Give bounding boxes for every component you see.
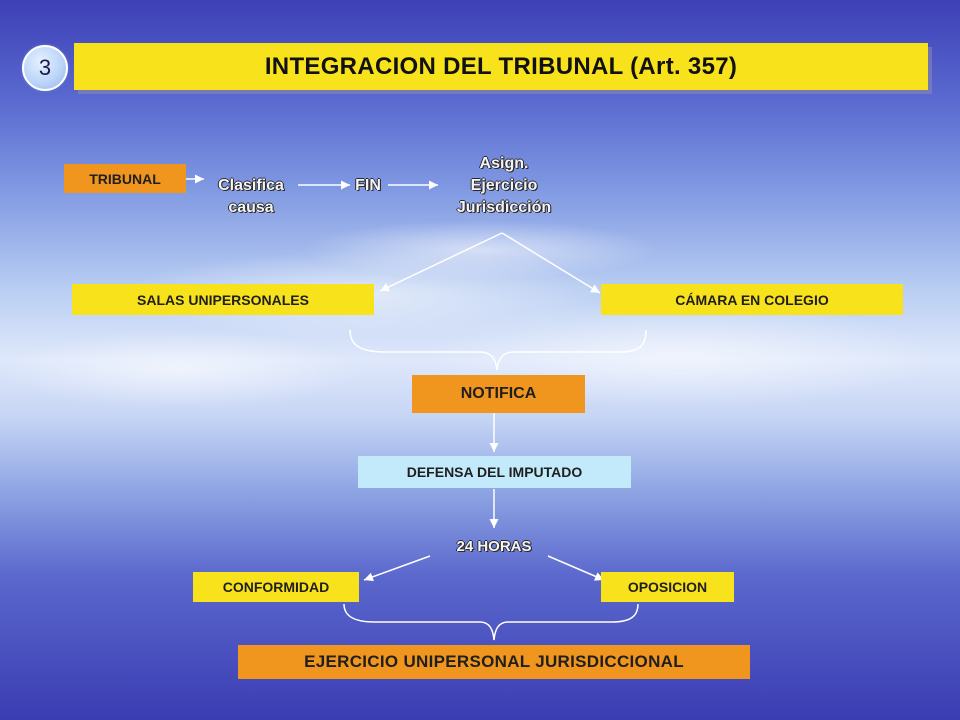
asign-line2: Ejercicio	[470, 177, 538, 194]
ejercicio-unipersonal-box: EJERCICIO UNIPERSONAL JURISDICCIONAL	[238, 645, 750, 679]
arrow-asign-camara	[501, 232, 601, 294]
brace-bottom	[343, 603, 639, 641]
oposicion-label: OPOSICION	[627, 579, 708, 595]
fin-text: FIN	[355, 177, 381, 194]
salas-label: SALAS UNIPERSONALES	[137, 291, 309, 308]
asign-line3: Jurisdicción	[456, 199, 552, 216]
clasifica-line1: Clasifica	[218, 177, 284, 194]
defensa-imputado-box: DEFENSA DEL IMPUTADO	[358, 456, 631, 488]
brace-top	[349, 329, 647, 371]
camara-label: CÁMARA EN COLEGIO	[675, 291, 829, 308]
background-cloud	[300, 220, 660, 280]
horas-label: 24 HORAS	[424, 536, 564, 558]
conformidad-box: CONFORMIDAD	[193, 572, 359, 602]
arrow-horas-conformidad	[363, 555, 431, 582]
arrow-asign-salas	[379, 232, 503, 292]
fin-label: FIN	[344, 175, 392, 197]
tribunal-label: TRIBUNAL	[89, 170, 161, 187]
slide-number: 3	[38, 55, 52, 80]
asign-label: Asign. Ejercicio Jurisdicción	[436, 153, 572, 219]
background-cloud	[0, 330, 360, 410]
camara-en-colegio-box: CÁMARA EN COLEGIO	[601, 284, 903, 315]
notifica-label: NOTIFICA	[460, 385, 537, 402]
conformidad-label: CONFORMIDAD	[222, 579, 330, 595]
salas-unipersonales-box: SALAS UNIPERSONALES	[72, 284, 374, 315]
oposicion-box: OPOSICION	[601, 572, 734, 602]
tribunal-box: TRIBUNAL	[64, 164, 186, 193]
page-title: INTEGRACION DEL TRIBUNAL (Art. 357)	[264, 52, 738, 80]
title-bar: INTEGRACION DEL TRIBUNAL (Art. 357)	[74, 43, 928, 90]
slide-number-badge: 3	[22, 45, 68, 91]
notifica-box: NOTIFICA	[412, 375, 585, 413]
clasifica-line2: causa	[228, 199, 274, 216]
defensa-label: DEFENSA DEL IMPUTADO	[406, 464, 583, 480]
asign-line1: Asign.	[479, 155, 529, 172]
arrow-horas-oposicion	[547, 555, 605, 581]
ejercicio-label: EJERCICIO UNIPERSONAL JURISDICCIONAL	[304, 652, 684, 671]
clasifica-causa-label: Clasifica causa	[198, 175, 304, 219]
horas-text: 24 HORAS	[456, 538, 532, 555]
